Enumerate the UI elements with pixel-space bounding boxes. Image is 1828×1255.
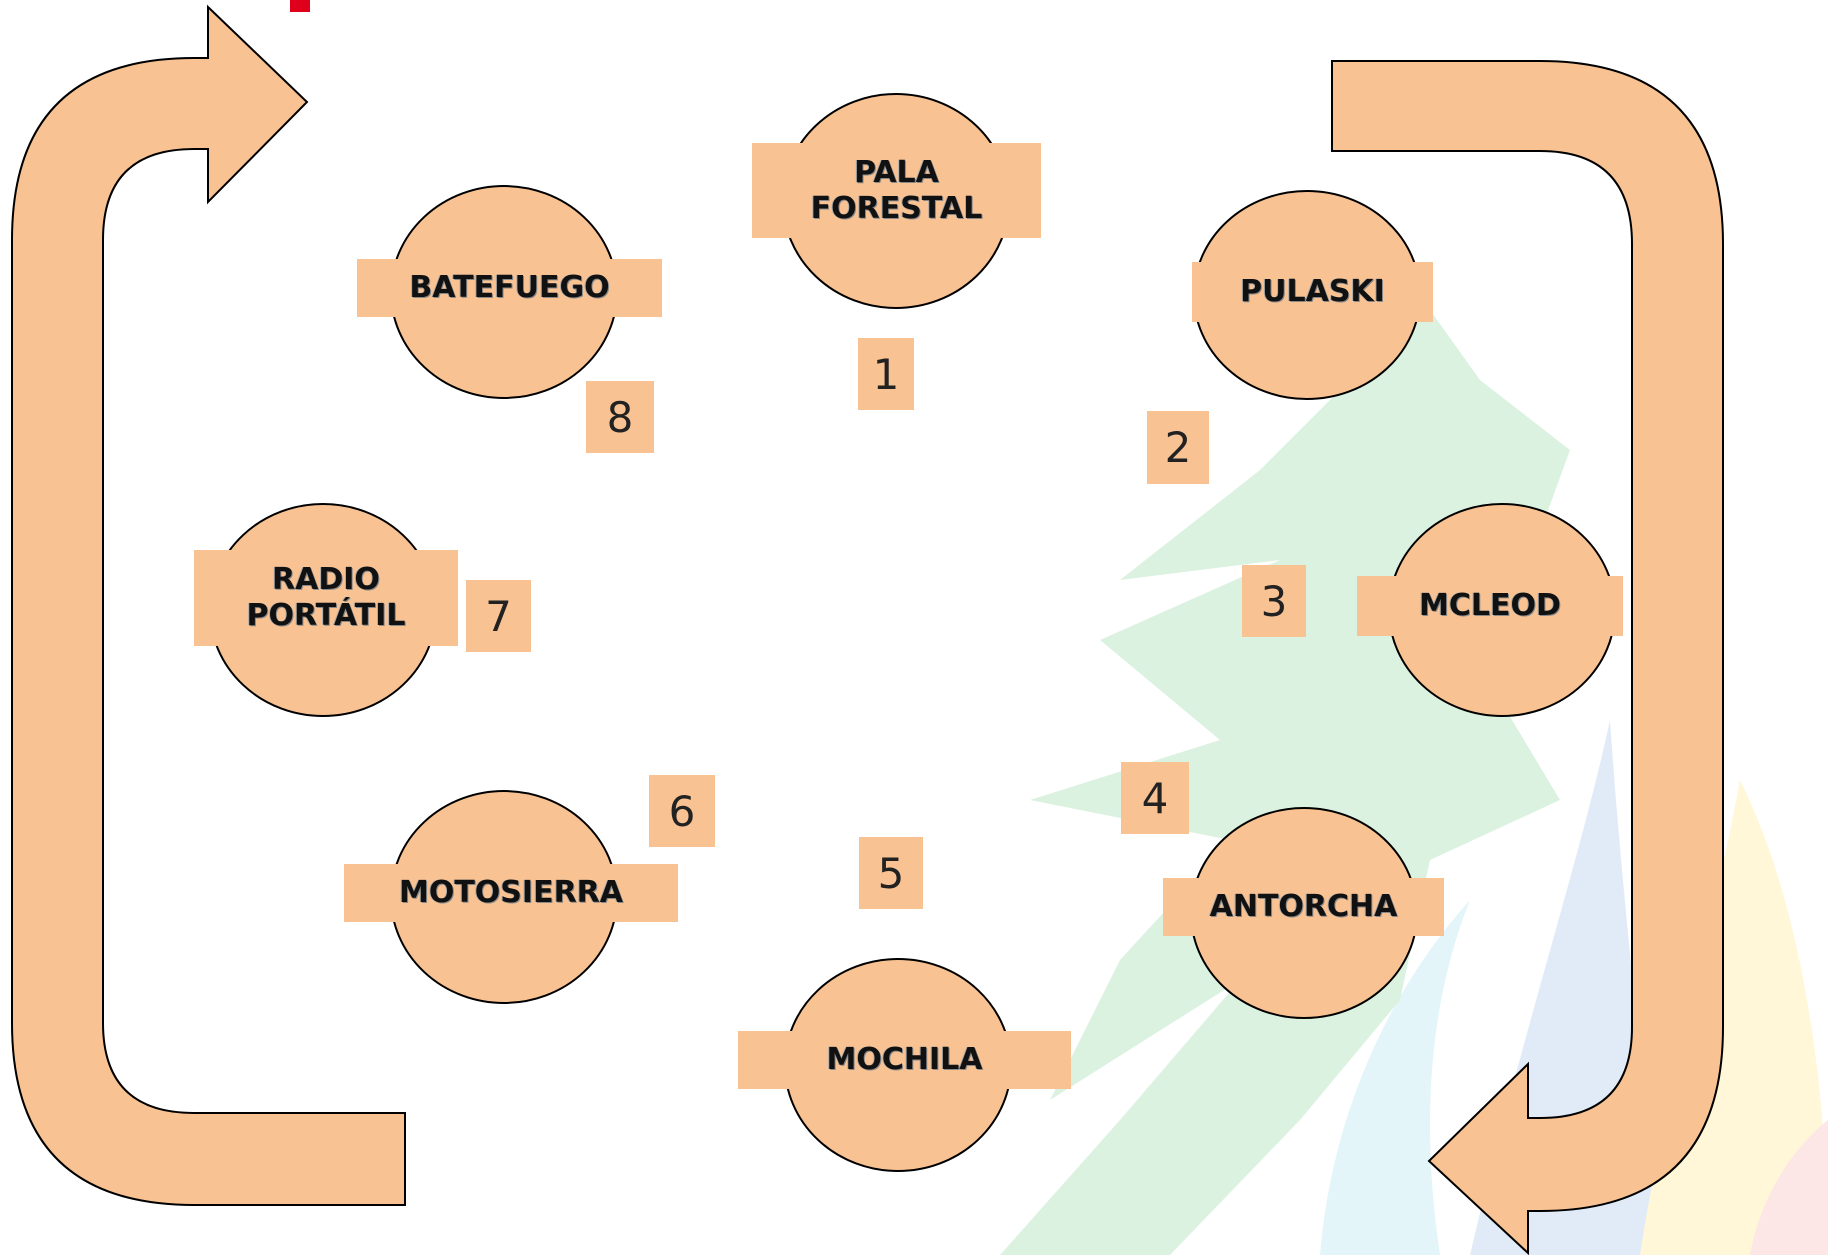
node-label-motosierra: MOTOSIERRA [344,864,678,922]
node-text-antorcha: ANTORCHA [1210,889,1398,925]
step-number-3-text: 3 [1261,577,1288,626]
step-number-8: 8 [586,381,654,453]
step-number-5: 5 [859,837,923,909]
step-number-1: 1 [858,338,914,410]
node-label-radio: RADIO PORTÁTIL [194,550,458,646]
node-text-radio: RADIO PORTÁTIL [246,562,405,634]
node-label-antorcha: ANTORCHA [1163,878,1444,936]
step-number-4-text: 4 [1142,774,1169,823]
title-accent-mark [290,0,310,12]
node-text-motosierra: MOTOSIERRA [399,875,623,911]
node-text-batefuego: BATEFUEGO [409,270,609,306]
step-number-3: 3 [1242,565,1306,637]
node-label-pala: PALA FORESTAL [752,143,1041,238]
node-text-pala: PALA FORESTAL [811,155,983,227]
step-number-1-text: 1 [873,350,900,399]
node-label-batefuego: BATEFUEGO [357,259,662,317]
step-number-2-text: 2 [1165,423,1192,472]
step-number-2: 2 [1147,411,1209,484]
node-text-mochila: MOCHILA [827,1042,983,1078]
node-label-mochila: MOCHILA [738,1031,1071,1089]
step-number-6-text: 6 [669,787,696,836]
node-label-pulaski: PULASKI [1192,262,1433,322]
step-number-7: 7 [466,580,531,652]
step-number-7-text: 7 [485,592,512,641]
step-number-5-text: 5 [878,849,905,898]
step-number-4: 4 [1121,762,1189,834]
step-number-8-text: 8 [607,393,634,442]
node-text-pulaski: PULASKI [1240,274,1385,310]
step-number-6: 6 [649,775,715,847]
node-label-mcleod: MCLEOD [1357,576,1623,636]
node-text-mcleod: MCLEOD [1419,588,1561,624]
